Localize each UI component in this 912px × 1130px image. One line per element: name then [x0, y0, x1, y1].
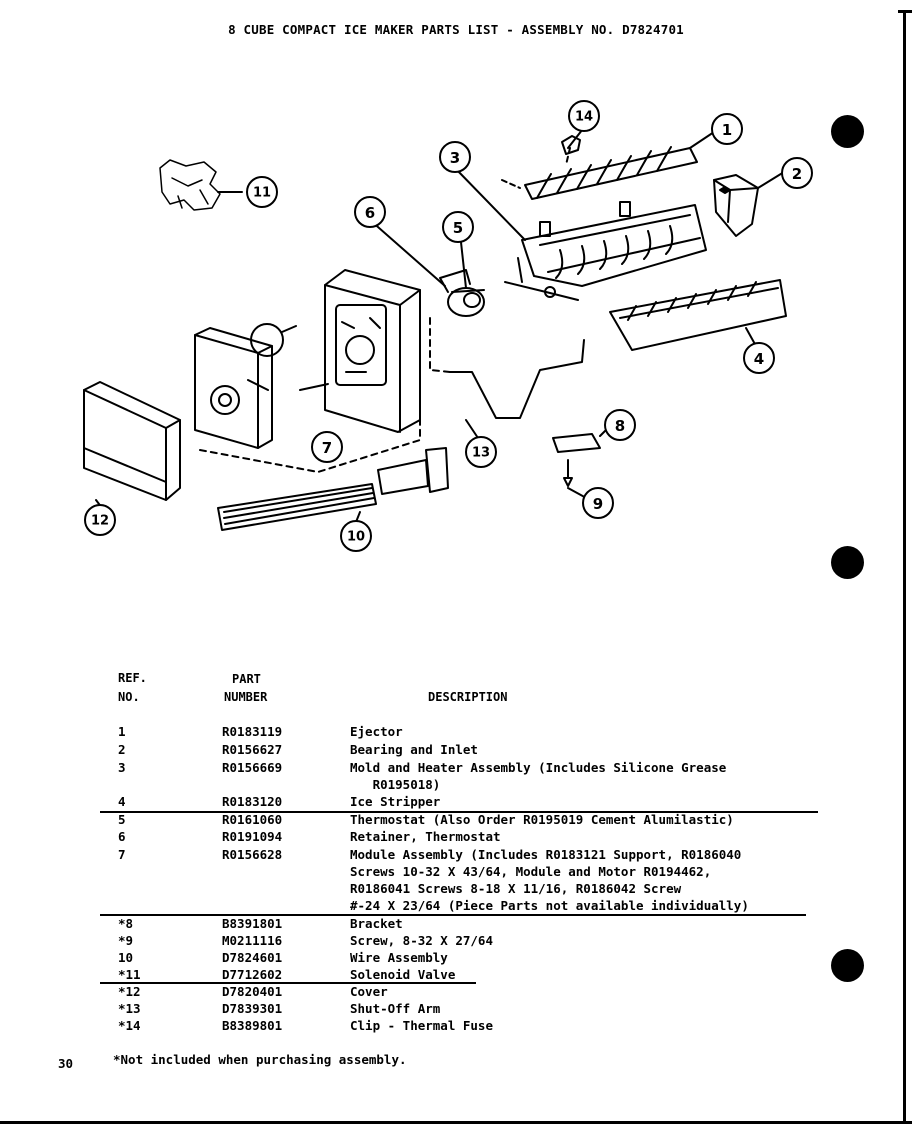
- wire-assembly-drawing: [217, 447, 449, 531]
- group-divider: [100, 811, 818, 813]
- callout-4: 4: [754, 350, 764, 368]
- group-divider: [100, 982, 476, 984]
- part-number: B8391801: [222, 916, 283, 931]
- part-number: D7824601: [222, 950, 283, 965]
- description: Bracket: [350, 916, 403, 931]
- ref-number: 4: [118, 794, 126, 809]
- callout-2: 2: [792, 165, 802, 183]
- part-number: D7820401: [222, 984, 283, 999]
- ice-stripper-drawing: [609, 279, 787, 351]
- header-ref-line1: REF.: [118, 671, 147, 685]
- ejector-drawing: [501, 146, 698, 200]
- ref-number: 2: [118, 742, 126, 757]
- ref-number: *14: [118, 1018, 141, 1033]
- description: Ice Stripper: [350, 794, 441, 809]
- header-description: DESCRIPTION: [428, 690, 508, 704]
- shut-off-arm-drawing: [429, 317, 585, 419]
- description: Solenoid Valve: [350, 967, 456, 982]
- ref-number: *12: [118, 984, 141, 999]
- description: Shut-Off Arm: [350, 1001, 441, 1016]
- ref-number: *13: [118, 1001, 141, 1016]
- callout-3: 3: [450, 149, 460, 167]
- callout-1: 1: [722, 121, 732, 139]
- part-number: M0211116: [222, 933, 283, 948]
- page-border-bottom: [0, 1121, 912, 1124]
- screw-drawing: [563, 459, 573, 487]
- callout-5: 5: [453, 219, 463, 237]
- part-number: R0156627: [222, 742, 283, 757]
- description: Retainer, Thermostat: [350, 829, 501, 844]
- callout-6: 6: [365, 204, 375, 222]
- page-title: 8 CUBE COMPACT ICE MAKER PARTS LIST - AS…: [228, 22, 684, 37]
- ref-number: 5: [118, 812, 126, 827]
- ref-number: 3: [118, 760, 126, 775]
- part-number: R0183120: [222, 794, 283, 809]
- description: Ejector: [350, 724, 403, 739]
- ref-number: 7: [118, 847, 126, 862]
- part-number: D7839301: [222, 1001, 283, 1016]
- callout-9: 9: [593, 495, 603, 513]
- part-number: R0156669: [222, 760, 283, 775]
- cover-drawing: [83, 381, 181, 501]
- header-part-line2: NUMBER: [224, 690, 268, 704]
- description-continuation: #-24 X 23/64 (Piece Parts not available …: [350, 898, 749, 913]
- binder-hole-middle: [831, 546, 864, 579]
- mold-heater-drawing: [504, 201, 707, 301]
- page-border-right: [903, 10, 906, 1122]
- callout-7: 7: [322, 439, 332, 457]
- description-continuation: R0195018): [350, 777, 441, 792]
- footnote: *Not included when purchasing assembly.: [113, 1052, 407, 1067]
- description: Bearing and Inlet: [350, 742, 478, 757]
- thermostat-drawing: [447, 287, 485, 317]
- callout-14: 14: [575, 110, 593, 125]
- description: Module Assembly (Includes R0183121 Suppo…: [350, 847, 742, 862]
- callout-12: 12: [91, 514, 109, 529]
- part-number: B8389801: [222, 1018, 283, 1033]
- bracket-drawing: [552, 433, 601, 453]
- description: Cover: [350, 984, 388, 999]
- exploded-view-diagram: 1 2 3 4 5 6 7 8 9 10 11 12 13 14: [83, 100, 813, 552]
- ref-number: *8: [118, 916, 134, 931]
- description: Screw, 8-32 X 27/64: [350, 933, 493, 948]
- description: Wire Assembly: [350, 950, 448, 965]
- ref-number: *9: [118, 933, 134, 948]
- part-number: R0191094: [222, 829, 283, 844]
- header-ref-line2: NO.: [118, 690, 140, 704]
- ref-number: 1: [118, 724, 126, 739]
- ref-number: *11: [118, 967, 141, 982]
- description-continuation: R0186041 Screws 8-18 X 11/16, R0186042 S…: [350, 881, 682, 896]
- header-part-line1: PART: [232, 672, 261, 686]
- ref-number: 10: [118, 950, 134, 965]
- group-divider: [100, 914, 806, 916]
- page-number: 30: [58, 1056, 74, 1071]
- description: Thermostat (Also Order R0195019 Cement A…: [350, 812, 734, 827]
- description: Clip - Thermal Fuse: [350, 1018, 493, 1033]
- callout-11: 11: [253, 186, 271, 201]
- part-number: D7712602: [222, 967, 283, 982]
- binder-hole-bottom: [831, 949, 864, 982]
- part-number: R0183119: [222, 724, 283, 739]
- part-number: R0161060: [222, 812, 283, 827]
- callout-8: 8: [615, 417, 625, 435]
- solenoid-valve-drawing: [159, 159, 243, 211]
- bearing-inlet-drawing: [713, 174, 759, 237]
- ref-number: 6: [118, 829, 126, 844]
- description-continuation: Screws 10-32 X 43/64, Module and Motor R…: [350, 864, 712, 879]
- callout-10: 10: [347, 530, 365, 545]
- module-assembly-drawing: [194, 269, 421, 473]
- callout-13: 13: [472, 446, 490, 461]
- part-number: R0156628: [222, 847, 283, 862]
- description: Mold and Heater Assembly (Includes Silic…: [350, 760, 727, 775]
- corner-tick: [898, 10, 912, 13]
- binder-hole-top: [831, 115, 864, 148]
